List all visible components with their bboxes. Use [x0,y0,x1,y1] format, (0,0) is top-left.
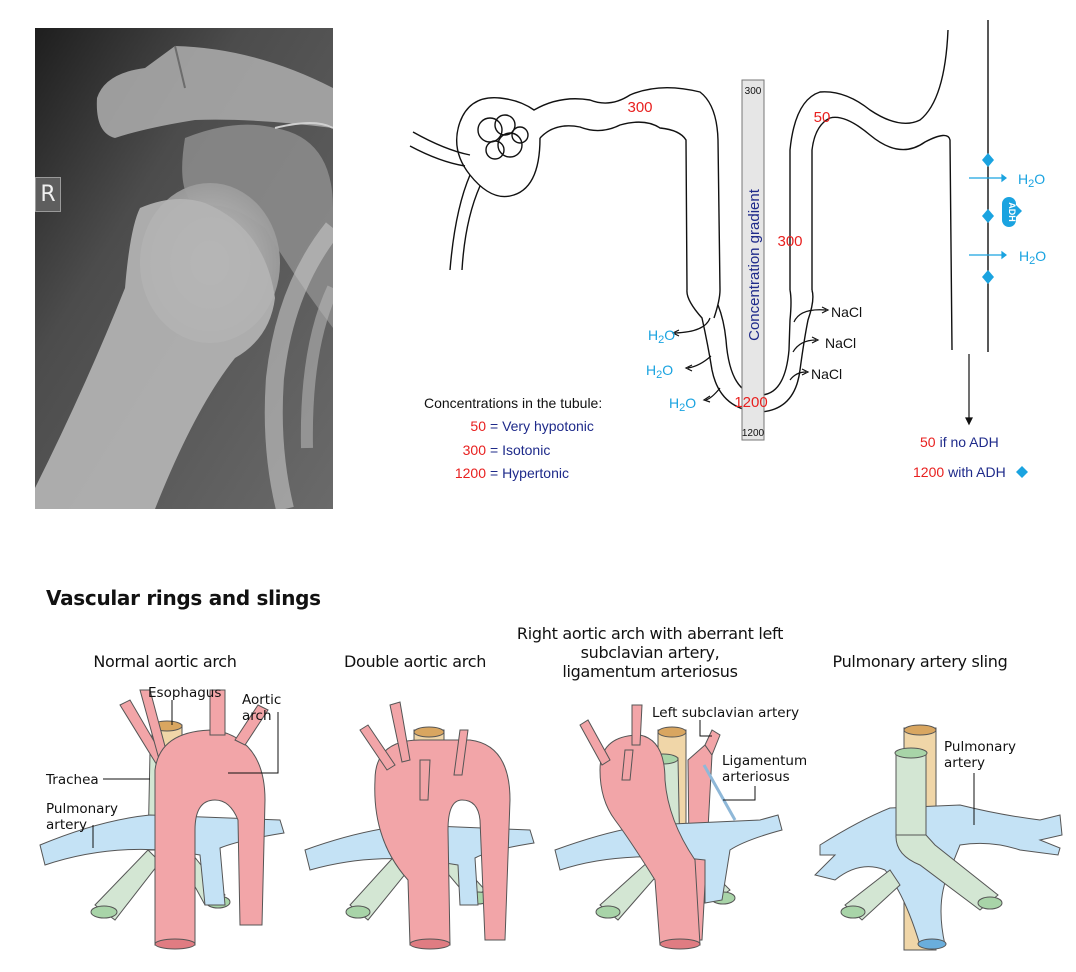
adh-label: ADH [1007,202,1017,222]
gradient-label: Concentration gradient [746,188,763,341]
distal-tubule [811,116,953,351]
legend-text-2: = Isotonic [490,442,550,458]
label-artery: artery [46,817,87,833]
salt-label-2: NaCl [825,335,856,351]
glomerulus-coil [477,114,529,160]
label-aortic: Aortic [242,692,281,708]
label-ligamentum: Ligamentum [722,753,807,769]
label-arch: arch [242,708,272,724]
panel-title-line: ligamentum arteriosus [562,662,738,681]
diagram-right-aortic-arch [554,704,783,950]
legend-value-1: 50 [470,418,486,434]
gradient-top-value: 300 [745,86,762,97]
labels-normal: Esophagus Aortic arch Trachea Pulmonary … [45,685,281,848]
duct-water-label-2: H2O [1019,248,1046,267]
nephron-outline [409,20,989,413]
panel-title-line: Double aortic arch [343,652,487,671]
side-marker-r: R [35,177,61,212]
outcome-no-adh-text: if no ADH [940,434,999,450]
xray-graphic [35,28,333,509]
outcome-adh-value: 1200 [913,464,944,480]
adh-receptor-diamond [982,153,994,167]
nephron-diagram: 300 1200 Concentration gradient 300 50 3… [409,20,1046,481]
concentration-gradient-bar: 300 1200 Concentration gradient [741,79,765,441]
legend-value-2: 300 [463,442,487,458]
ascending-concentration: 300 [777,233,802,250]
aorta [154,729,266,946]
panel-title-line: Normal aortic arch [93,652,237,671]
adh-receptor-diamond [982,209,994,223]
loop-bottom-concentration: 1200 [734,394,767,411]
gradient-bar-rect [741,79,765,441]
collecting-duct-water-arrows [969,173,1007,260]
labels-right-arch: Left subclavian artery Ligamentum arteri… [652,705,807,801]
proximal-tubule-outer [459,86,721,291]
urine-outflow-arrow [965,354,973,426]
panel-title-right-arch: Right aortic arch with aberrant left sub… [490,624,810,681]
outcome-no-adh-value: 50 [920,434,936,450]
legend-value-3: 1200 [455,465,486,481]
legend-text-3: = Hypertonic [490,465,569,481]
salt-arrows [789,306,830,381]
panel-title-normal: Normal aortic arch [60,652,270,671]
legend-text-1: = Very hypotonic [490,418,594,434]
adh-receptor-diamond [982,270,994,284]
salt-label-1: NaCl [831,304,862,320]
water-label-2: H2O [646,362,673,381]
label-pulmonary: Pulmonary [944,739,1016,755]
panel-title-line: subclavian artery, [580,643,720,662]
water-label-3: H2O [669,395,696,414]
adh-diamond-icon [1016,466,1028,478]
legend-title: Concentrations in the tubule: [424,395,602,411]
pulmonary-artery [39,814,285,906]
diagram-pulmonary-artery-sling [814,724,1063,951]
vascular-diagrams: Esophagus Aortic arch Trachea Pulmonary … [39,685,1063,951]
panel-title-double: Double aortic arch [310,652,520,671]
label-arteriosus: arteriosus [722,769,790,785]
adh-molecule: ADH [1002,197,1022,227]
labels-sling: Pulmonary artery [944,739,1016,825]
section-title: Vascular rings and slings [46,586,321,610]
label-artery: artery [944,755,985,771]
panel-title-line: Pulmonary artery sling [832,652,1008,671]
concentration-legend: Concentrations in the tubule: 50 = Very … [424,395,602,481]
label-esophagus: Esophagus [148,685,221,701]
gradient-bottom-value: 1200 [742,428,765,439]
diagram-double-aortic-arch [304,701,535,950]
shoulder-xray-image [35,28,333,509]
label-pulmonary: Pulmonary [46,801,118,817]
efferent-arteriole [449,174,481,271]
adh-receptors [982,153,994,284]
label-left-subclavian-artery: Left subclavian artery [652,705,799,721]
ascending-limb-inner [789,29,949,290]
duct-water-label-1: H2O [1018,171,1045,190]
salt-label-3: NaCl [811,366,842,382]
arterioles [409,131,471,167]
bowman-capsule [456,121,541,198]
diagram-normal-aortic-arch [39,689,285,950]
water-arrows [671,317,721,403]
distal-concentration: 50 [814,109,831,126]
label-trachea: Trachea [45,772,99,788]
panel-title-line: Right aortic arch with aberrant left [516,624,784,643]
proximal-concentration: 300 [627,99,652,116]
panel-title-sling: Pulmonary artery sling [800,652,1040,671]
proximal-tubule-inner [539,121,688,291]
outcome-adh-text: with ADH [947,464,1006,480]
water-label-1: H2O [648,327,675,346]
